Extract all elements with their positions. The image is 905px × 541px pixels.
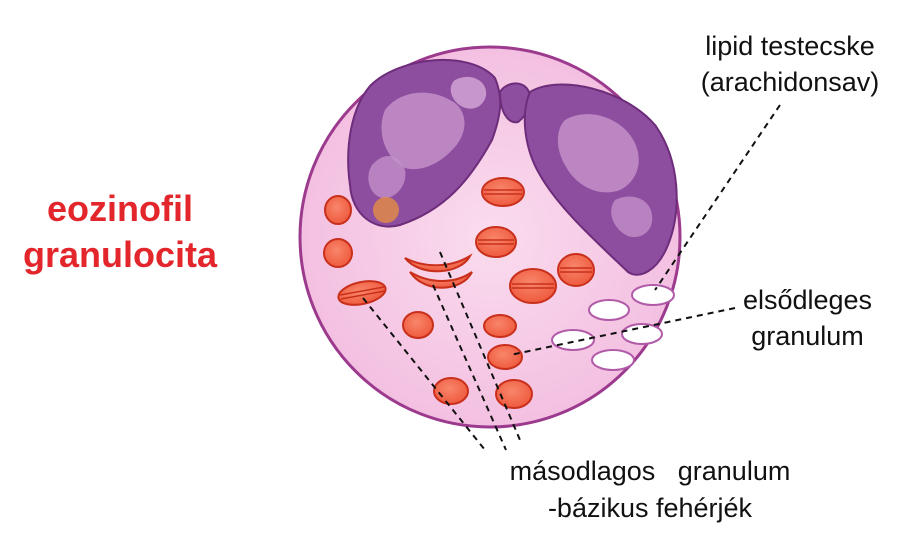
- leader-line-secondary-c: [439, 251, 521, 441]
- secondary-granule: [487, 344, 523, 370]
- lipid-spot: [373, 197, 399, 223]
- chromatin-patch: [557, 114, 639, 193]
- leader-line-primary: [509, 307, 736, 356]
- primary-granule: [631, 284, 675, 306]
- label-secondary-line1: másodlagos granulum: [509, 456, 791, 486]
- primary-granule: [591, 349, 635, 371]
- label-primary-line1: elsődleges: [742, 285, 873, 315]
- secondary-granule: [404, 253, 473, 273]
- secondary-granule: [402, 311, 434, 339]
- secondary-granule: [557, 253, 595, 287]
- secondary-granule: [483, 314, 517, 338]
- secondary-granule: [337, 280, 387, 306]
- cell-title-line1: eozinofil: [47, 188, 193, 229]
- leader-lines: [362, 104, 781, 451]
- secondary-granule: [481, 177, 525, 207]
- secondary-granule: [409, 271, 473, 289]
- secondary-granule: [324, 195, 352, 225]
- label-lipid-line1: lipid testecske: [705, 31, 875, 61]
- primary-granule: [621, 323, 663, 345]
- primary-granule: [588, 299, 630, 321]
- label-lipid-line2: (arachidonsav): [700, 67, 880, 97]
- secondary-granule: [509, 268, 557, 304]
- granule-crystalloids: [339, 189, 592, 300]
- label-secondary-line2: -bázikus fehérjék: [547, 493, 753, 523]
- secondary-granule: [433, 377, 469, 405]
- leader-line-lipid: [654, 104, 781, 291]
- chromatin-patch: [368, 155, 406, 199]
- chromatin-patch: [450, 76, 487, 109]
- secondary-granule: [495, 379, 533, 409]
- leader-line-secondary-b: [432, 284, 507, 451]
- secondary-granule: [475, 226, 517, 258]
- chromatin-patch: [611, 196, 653, 238]
- primary-granule: [551, 329, 595, 351]
- chromatin-patch: [381, 92, 465, 170]
- secondary-granule: [323, 238, 353, 268]
- label-primary-line2: granulum: [751, 321, 864, 351]
- cell-title-line2: granulocita: [22, 234, 218, 275]
- secondary-granules: [323, 177, 595, 409]
